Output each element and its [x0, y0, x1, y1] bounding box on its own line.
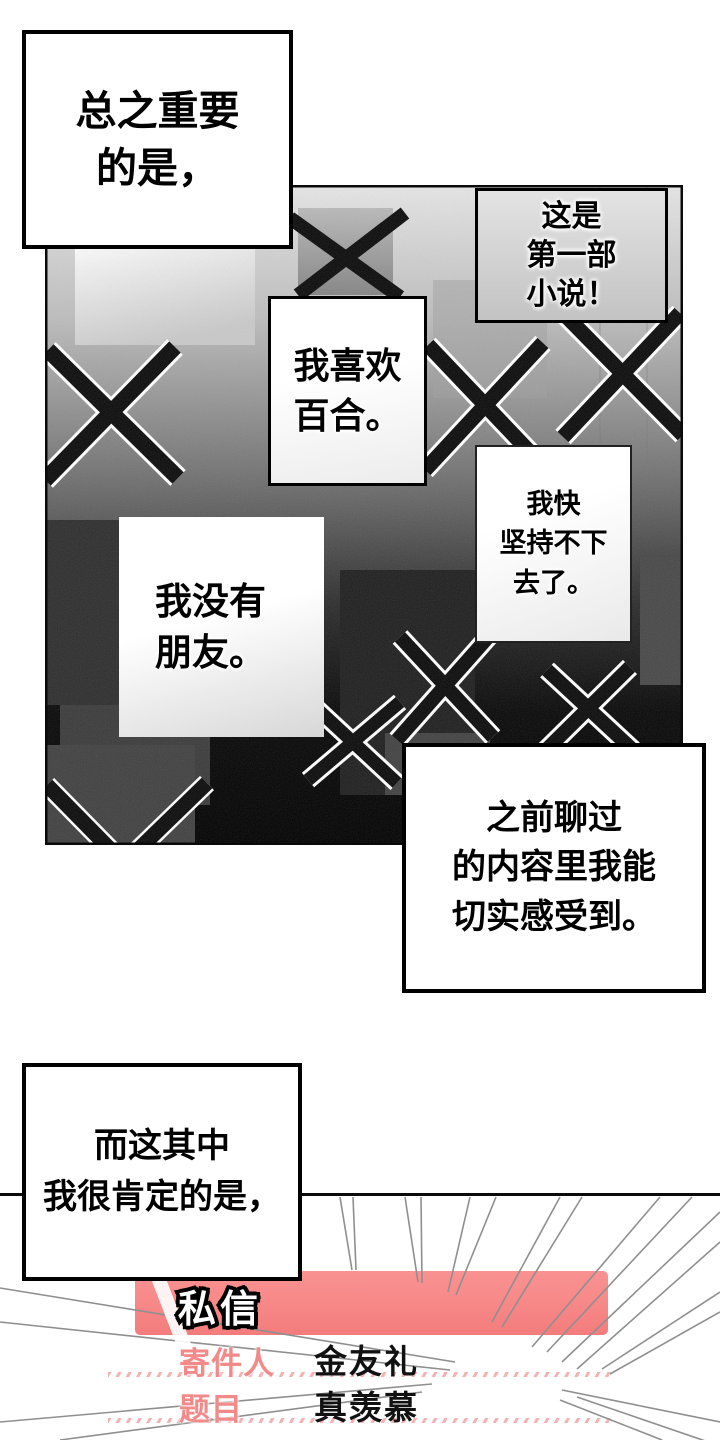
speech-bubble-intro: 总之重要 的是，	[22, 30, 293, 249]
bubble-text-line: 总之重要	[75, 87, 240, 134]
bubble-text-line: 小说！	[526, 278, 617, 311]
bubble-text-line: 我快	[526, 489, 581, 520]
dm-subject-label: 题目	[179, 1392, 243, 1427]
panel-divider-line	[0, 1193, 720, 1196]
dm-subject-value: 真羡慕	[314, 1389, 419, 1426]
bubble-text-line: 这是	[541, 200, 602, 233]
bubble-text-line: 我喜欢	[293, 345, 402, 387]
bubble-text-line: 的内容里我能	[452, 848, 656, 887]
speech-bubble-giveup: 我快 坚持不下 去了。	[475, 445, 632, 643]
bubble-text-line: 之前聊过	[486, 799, 622, 838]
bubble-text-line: 我很肯定的是，	[43, 1178, 281, 1216]
dm-sender-value: 金友礼	[314, 1343, 419, 1380]
bubble-text-line: 第一部	[526, 239, 617, 272]
speech-bubble-sure: 而这其中 我很肯定的是，	[22, 1063, 302, 1281]
speech-bubble-yuri: 我喜欢 百合。	[268, 296, 427, 486]
dm-title: 私信	[174, 1286, 263, 1335]
speech-bubble-felt: 之前聊过 的内容里我能 切实感受到。	[402, 743, 706, 993]
bubble-text-line: 我没有	[155, 580, 266, 622]
bubble-text-line: 的是，	[96, 144, 219, 191]
note-no-friends: 我没有 朋友。	[119, 517, 324, 737]
bubble-text-line: 去了。	[513, 567, 594, 598]
dm-sender-label: 寄件人	[179, 1346, 275, 1381]
bubble-text-line: 坚持不下	[499, 528, 608, 559]
bubble-text-line: 而这其中	[94, 1127, 230, 1165]
bubble-text-line: 百合。	[293, 395, 402, 436]
bubble-text-line: 切实感受到。	[452, 897, 656, 936]
speech-bubble-first-novel: 这是 第一部 小说！	[475, 188, 668, 323]
bubble-text-line: 朋友。	[155, 632, 266, 673]
dashed-underline	[108, 1372, 613, 1377]
